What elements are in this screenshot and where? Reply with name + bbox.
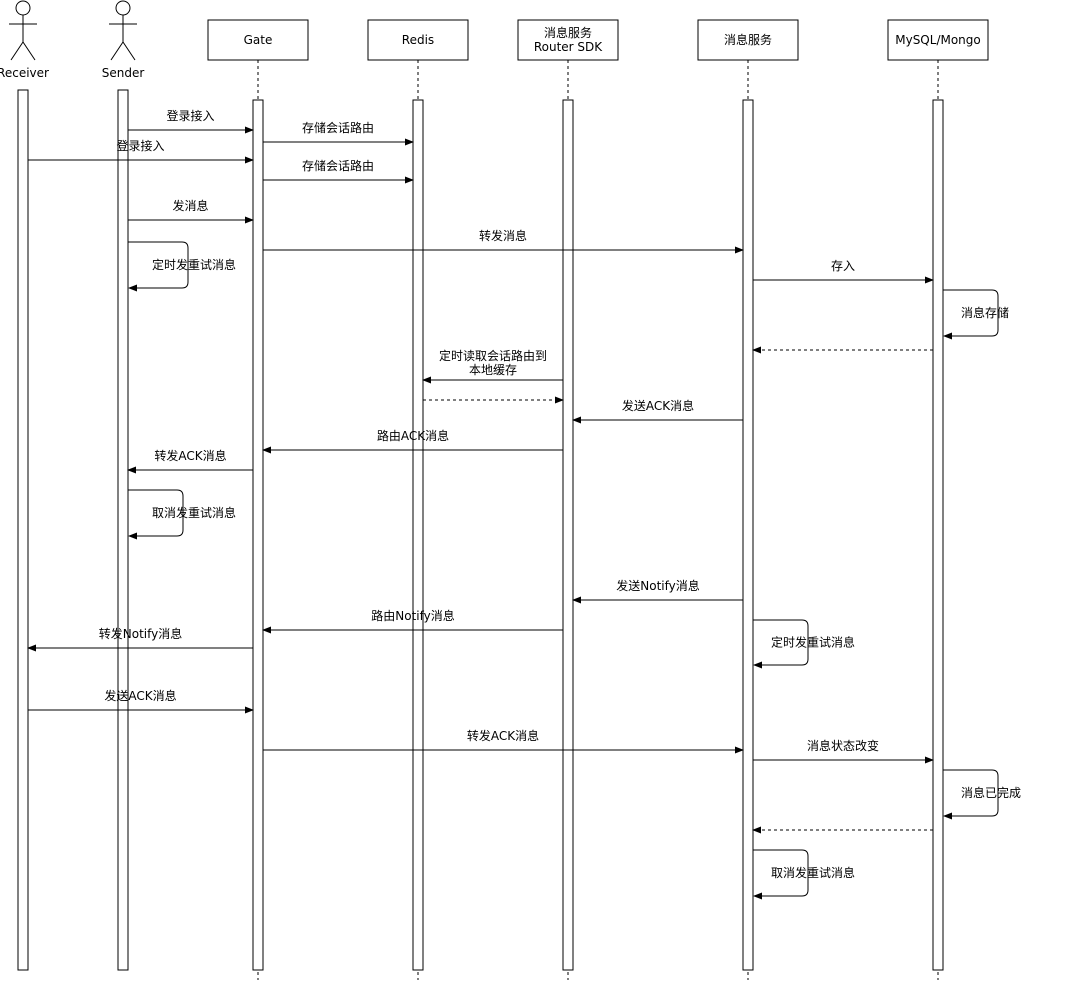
message-13: 发送ACK消息 <box>572 398 743 424</box>
message-14: 路由ACK消息 <box>262 428 563 454</box>
message-3: 登录接入 <box>28 138 254 164</box>
message-17: 发送Notify消息 <box>572 578 743 604</box>
actor-receiver: Receiver <box>0 0 49 80</box>
actor-label-receiver: Receiver <box>0 66 49 80</box>
participant-label-router: 消息服务 <box>544 25 592 40</box>
actor-label-sender: Sender <box>102 66 145 80</box>
message-label: 路由ACK消息 <box>377 428 449 443</box>
participant-gate: Gate <box>207 19 309 61</box>
message-label: 消息已完成 <box>961 785 1021 800</box>
message-15: 转发ACK消息 <box>127 448 253 474</box>
message-6: 转发消息 <box>263 228 744 254</box>
message-label: 发送ACK消息 <box>622 398 694 413</box>
message-22: 转发ACK消息 <box>263 728 744 754</box>
message-label: 消息存储 <box>961 305 1009 320</box>
message-4: 存储会话路由 <box>263 158 414 184</box>
message-label: 转发ACK消息 <box>467 728 539 743</box>
activation-sender <box>117 89 129 971</box>
message-label: 定时发重试消息 <box>152 257 236 272</box>
participant-db: MySQL/Mongo <box>887 19 989 61</box>
message-label: 存储会话路由 <box>302 158 374 173</box>
activation-receiver <box>17 89 29 971</box>
message-label: 转发Notify消息 <box>99 626 182 641</box>
participant-label-gate: Gate <box>244 33 273 47</box>
message-label: 存储会话路由 <box>302 120 374 135</box>
message-label: 发消息 <box>172 198 208 213</box>
message-label: 发送ACK消息 <box>104 688 176 703</box>
message-21: 发送ACK消息 <box>28 688 254 714</box>
message-9: 消息存储 <box>943 289 1009 340</box>
message-20: 定时发重试消息 <box>753 619 855 669</box>
participant-label-msgsvc: 消息服务 <box>724 32 772 47</box>
message-26: 取消发重试消息 <box>753 849 855 900</box>
message-16: 取消发重试消息 <box>128 489 236 540</box>
message-label: 登录接入 <box>116 138 164 153</box>
message-label: 转发消息 <box>479 228 527 243</box>
message-8: 存入 <box>753 259 934 284</box>
message-label: 存入 <box>831 259 855 273</box>
participant-msgsvc: 消息服务 <box>697 19 799 61</box>
participant-label-redis: Redis <box>402 33 434 47</box>
message-label: 路由Notify消息 <box>371 608 454 623</box>
message-24: 消息已完成 <box>943 769 1021 820</box>
message-label: 消息状态改变 <box>807 738 879 753</box>
participant-label-db: MySQL/Mongo <box>895 33 981 47</box>
actor-sender: Sender <box>102 0 145 80</box>
message-19: 转发Notify消息 <box>27 626 253 652</box>
message-5: 发消息 <box>128 198 254 224</box>
activation-msgsvc <box>742 99 754 971</box>
message-label: 登录接入 <box>166 108 214 123</box>
message-label: 发送Notify消息 <box>616 578 699 593</box>
activation-redis <box>412 99 424 971</box>
message-18: 路由Notify消息 <box>262 608 563 634</box>
participant-label-router: Router SDK <box>534 40 603 54</box>
message-1: 登录接入 <box>128 108 254 134</box>
activation-gate <box>252 99 264 971</box>
message-7: 定时发重试消息 <box>128 241 236 292</box>
message-label: 定时发重试消息 <box>771 635 855 650</box>
message-label: 转发ACK消息 <box>154 448 226 463</box>
message-label: 本地缓存 <box>469 363 517 377</box>
message-2: 存储会话路由 <box>263 120 414 146</box>
message-label: 定时读取会话路由到 <box>439 348 547 363</box>
activation-router <box>562 99 574 971</box>
message-label: 取消发重试消息 <box>771 865 855 880</box>
message-label: 取消发重试消息 <box>152 505 236 520</box>
participant-redis: Redis <box>367 19 469 61</box>
message-23: 消息状态改变 <box>753 738 934 764</box>
activation-db <box>932 99 944 971</box>
